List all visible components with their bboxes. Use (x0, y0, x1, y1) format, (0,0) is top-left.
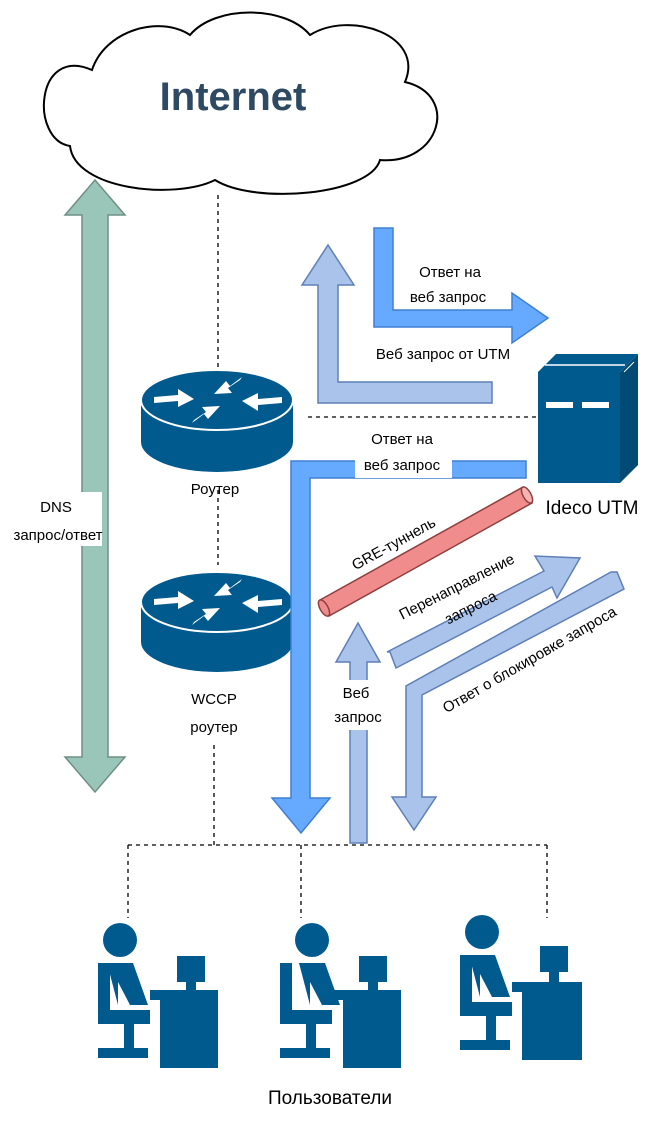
users-label: Пользователи (268, 1088, 392, 1109)
router-icon (140, 369, 294, 472)
gre-tunnel (317, 485, 534, 618)
dns-arrow (63, 178, 127, 794)
wccp-label-line2: роутер (190, 719, 237, 736)
web-request-arrow (334, 621, 382, 844)
user-workstation-icon (460, 915, 582, 1060)
internet-cloud-icon: Internet (43, 11, 439, 195)
web-request-label-bg (336, 680, 388, 730)
wccp-label-line1: WCCP (191, 691, 237, 708)
user-workstation-icon (280, 923, 401, 1068)
internet-label: Internet (160, 75, 307, 119)
wccp-router-icon (140, 571, 294, 672)
router-label: Роутер (191, 481, 239, 498)
response-top-label-line1: Ответ на (419, 264, 482, 281)
dns-label-line2: запрос/ответ (13, 527, 102, 544)
response-mid-label-line2: веб запрос (364, 457, 441, 474)
web-request-label-line2: запрос (334, 709, 382, 726)
network-links (127, 195, 548, 918)
web-request-label-line1: Веб (343, 685, 370, 702)
dns-label-line1: DNS (40, 499, 72, 516)
response-to-utm-arrow (373, 227, 550, 345)
redirect-request-arrow (386, 555, 582, 670)
web-request-from-utm-label: Веб запрос от UTM (376, 346, 510, 363)
user-workstation-icon (98, 923, 218, 1068)
block-response-arrow (390, 571, 625, 832)
ideco-utm-server-icon (538, 354, 638, 483)
response-mid-label-line1: Ответ на (371, 431, 434, 448)
web-request-from-utm-arrow (300, 243, 493, 404)
response-mid-label-bg (355, 452, 452, 478)
ideco-utm-label: Ideco UTM (546, 498, 639, 519)
response-top-label-line2: веб запрос (410, 289, 487, 306)
dns-label-bg (8, 492, 102, 546)
